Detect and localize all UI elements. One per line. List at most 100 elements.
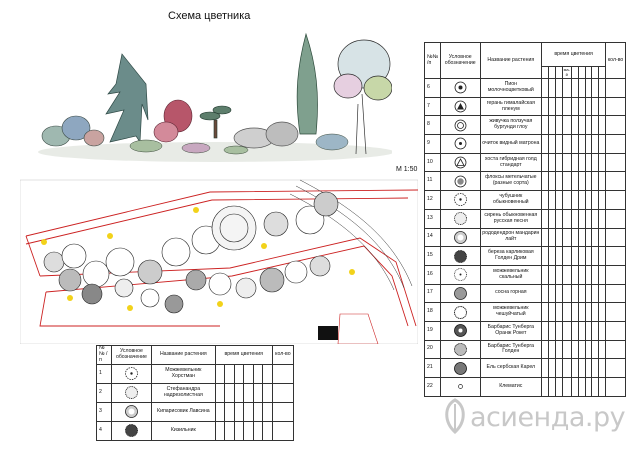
bloom-month-cell: [547, 377, 556, 397]
bloom-month-cell: [554, 246, 563, 266]
bloom-month-cell: [570, 96, 579, 117]
bloom-month-cell: [547, 115, 556, 136]
bloom-month-cell: [584, 377, 593, 397]
bloom-month-cell: [541, 339, 549, 360]
bloom-month-cell: [214, 420, 226, 441]
bloom-month-cell: [547, 190, 556, 210]
row-number: 1: [96, 363, 112, 384]
bloom-month-cell: [598, 190, 607, 210]
bloom-month-cell: [584, 302, 593, 322]
serbian-spruce-symbol-icon: [439, 358, 481, 378]
plant-name: флоксы метельчатые (разные сорта): [479, 171, 543, 192]
bloom-month-cell: [541, 171, 549, 192]
bloom-month-cell: [561, 115, 572, 136]
row-number: 22: [424, 377, 441, 397]
site-watermark: асиенда.ру: [440, 396, 630, 440]
bloom-month-cell: [224, 401, 235, 422]
bloom-month-cell: [541, 78, 549, 98]
bloom-month-cell: [570, 377, 579, 397]
mountain-pine-symbol-icon: [439, 283, 481, 304]
lilac-symbol-icon: [439, 208, 481, 229]
bloom-month-cell: [570, 134, 579, 154]
flowerbed-plan: [20, 179, 418, 344]
sedum-symbol-icon: [439, 134, 481, 154]
plant-name: сосна горная: [479, 283, 543, 304]
bloom-month-cell: [541, 264, 549, 285]
bloom-month-cell: [561, 339, 572, 360]
plant-legend-table-bottom: №№ /п Условное обозначение Название раст…: [96, 345, 295, 441]
bloom-month-cell: [554, 227, 563, 248]
row-number: 10: [424, 152, 441, 173]
bloom-month-cell: [591, 264, 600, 285]
row-number: 19: [424, 320, 441, 341]
plant-name: Барбарис Тунберга Голден: [479, 339, 543, 360]
bloom-month-cell: [570, 358, 579, 378]
bloom-month-cell: [591, 190, 600, 210]
bloom-month-cell: [584, 115, 593, 136]
bloom-month-cell: [598, 264, 607, 285]
bloom-month-cell: [541, 358, 549, 378]
phlox-symbol-icon: [439, 171, 481, 192]
quantity-cell: [605, 152, 626, 173]
bloom-month-cell: [598, 339, 607, 360]
row-number: 21: [424, 358, 441, 378]
plant-name: живучка ползучая бургунди глоу: [479, 115, 543, 136]
bloom-month-cell: [577, 377, 586, 397]
bloom-month-cell: [541, 283, 549, 304]
quantity-cell: [605, 339, 626, 360]
bloom-month-cell: [541, 227, 549, 248]
row-number: 12: [424, 190, 441, 210]
bloom-month-cell: [262, 382, 273, 403]
bloom-month-cell: [591, 302, 600, 322]
stephanandra-symbol-icon: [110, 382, 153, 403]
row-number: 3: [96, 401, 112, 422]
col-qty-header: кол-во: [271, 345, 295, 365]
weeping-conifer: [105, 53, 149, 144]
bloom-month-cell: [570, 208, 579, 229]
bloom-month-cell: [584, 78, 593, 98]
rocky-juniper-symbol-icon: [439, 264, 481, 285]
bloom-month-cell: [584, 190, 593, 210]
bloom-month-cell: [577, 246, 586, 266]
plan-plant-groups: [43, 191, 339, 314]
row-number: 4: [96, 420, 112, 441]
col-num-header: №№ /п: [96, 345, 112, 365]
hosta-symbol-icon: [439, 152, 481, 173]
bloom-month-cell: [598, 246, 607, 266]
bloom-month-cell: [233, 401, 245, 422]
bloom-month-cell: [554, 377, 563, 397]
bloom-month-cell: [243, 401, 254, 422]
bloom-month-cell: [577, 227, 586, 248]
bloom-month-cell: [547, 78, 556, 98]
bloom-month-cell: [584, 96, 593, 117]
paving-block: [318, 326, 338, 340]
row-number: 6: [424, 78, 441, 98]
quantity-cell: [605, 190, 626, 210]
bloom-month-cell: [554, 283, 563, 304]
bloom-month-cell: [561, 358, 572, 378]
bloom-month-cell: [584, 134, 593, 154]
bloom-month-cell: [598, 208, 607, 229]
plant-legend-table-right: №№ /п Условное обозначение Название раст…: [424, 42, 626, 397]
bloom-month-cell: [252, 363, 264, 384]
bloom-month-cell: [584, 283, 593, 304]
bloom-month-cell: [561, 377, 572, 397]
bloom-month-cell: [598, 283, 607, 304]
bloom-month-cell: [561, 320, 572, 341]
quantity-cell: [271, 401, 295, 422]
bloom-month-cell: [577, 339, 586, 360]
red-barberry: [153, 99, 193, 143]
bloom-month-cell: [547, 339, 556, 360]
bloom-month-cell: [584, 246, 593, 266]
plant-name: Можжевельник Хорстман: [151, 363, 216, 384]
bloom-month-cell: [541, 134, 549, 154]
bloom-month-cell: [591, 246, 600, 266]
bloom-month-cell: [547, 134, 556, 154]
bloom-month-cell: [598, 96, 607, 117]
